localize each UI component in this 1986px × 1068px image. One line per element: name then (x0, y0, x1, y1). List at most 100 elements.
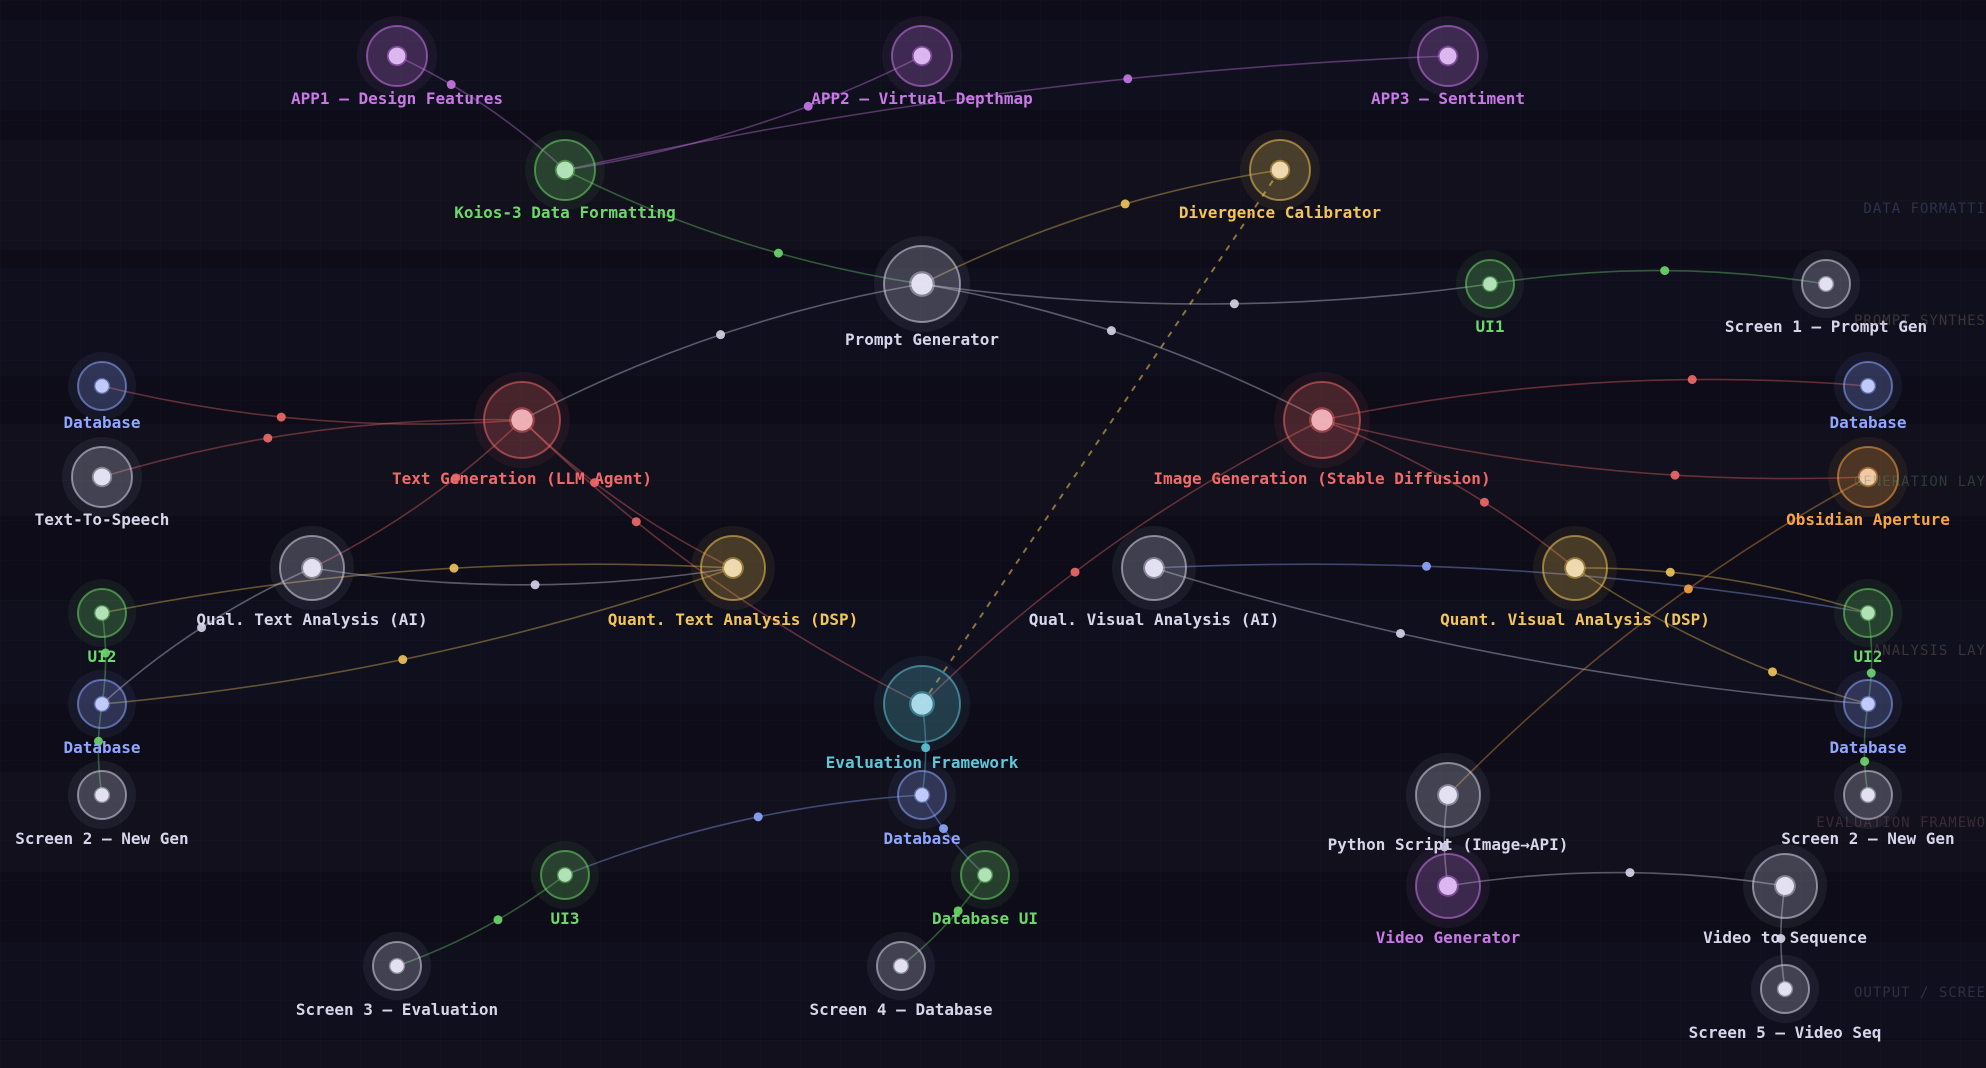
node-ui2_r[interactable]: UI2 (1834, 579, 1902, 666)
edge-imagegen-evalfw (921, 419, 1323, 705)
node-core-halo (301, 557, 323, 579)
node-core (1819, 277, 1833, 291)
flow-particle (753, 812, 763, 822)
flow-particle (939, 824, 949, 834)
node-db_l1[interactable]: Database (63, 352, 141, 432)
node-quantvis[interactable]: Quant. Visual Analysis (DSP) (1440, 526, 1710, 629)
node-core-halo (1437, 784, 1459, 806)
node-textgen[interactable]: Text Generation (LLM Agent) (392, 372, 652, 488)
node-core (95, 379, 109, 393)
node-koios[interactable]: Koios-3 Data Formatting (454, 130, 676, 222)
node-label: APP2 — Virtual Depthmap (811, 89, 1033, 108)
node-label: Image Generation (Stable Diffusion) (1153, 469, 1490, 488)
node-screen5[interactable]: Screen 5 — Video Seq (1689, 955, 1882, 1042)
node-dbui[interactable]: Database UI (932, 841, 1038, 928)
node-screen2_r[interactable]: Screen 2 — New Gen (1781, 761, 1955, 848)
node-core (1566, 559, 1584, 577)
node-tts[interactable]: Text-To-Speech (35, 437, 170, 529)
flow-particle (1768, 667, 1778, 677)
flow-particle (1439, 842, 1449, 852)
node-app2[interactable]: APP2 — Virtual Depthmap (811, 16, 1033, 108)
node-core-halo (93, 604, 111, 622)
node-imagegen[interactable]: Image Generation (Stable Diffusion) (1153, 372, 1491, 488)
node-core (915, 788, 929, 802)
edges-layer (97, 55, 1873, 990)
node-python[interactable]: Python Script (Image→API) (1328, 753, 1569, 854)
node-core (894, 959, 908, 973)
node-core (1861, 788, 1875, 802)
flow-particle (276, 412, 286, 422)
node-ui3[interactable]: UI3 (531, 841, 599, 928)
node-ui1[interactable]: UI1 (1456, 250, 1524, 336)
node-core-halo (1774, 875, 1796, 897)
edge-python-obsidian (1447, 476, 1869, 796)
flow-particle (263, 433, 273, 443)
node-db_r2[interactable]: Database (1829, 670, 1907, 757)
node-db_l2[interactable]: Database (63, 670, 141, 757)
node-qualtext[interactable]: Qual. Text Analysis (AI) (196, 526, 428, 629)
edge-koios-app3 (564, 55, 1449, 171)
node-screen4[interactable]: Screen 4 — Database (809, 932, 993, 1019)
flow-particle (1120, 199, 1130, 209)
flow-particle (1422, 561, 1432, 571)
edge-imagegen-db_r1 (1321, 378, 1869, 421)
node-core (388, 47, 406, 65)
node-core-halo (1859, 377, 1877, 395)
lane-label: ANALYSIS LAY (1872, 643, 1986, 659)
node-core-halo (976, 866, 994, 884)
node-core (1439, 877, 1457, 895)
node-videogen[interactable]: Video Generator (1376, 844, 1521, 947)
node-label: Qual. Visual Analysis (AI) (1029, 610, 1279, 629)
node-screen3[interactable]: Screen 3 — Evaluation (296, 932, 498, 1019)
node-core (558, 868, 572, 882)
edge-app1-koios (396, 55, 566, 171)
edge-db_l1-textgen (101, 385, 523, 425)
node-prompt[interactable]: Prompt Generator (845, 236, 999, 349)
node-label: Text Generation (LLM Agent) (392, 469, 652, 488)
node-qualvis[interactable]: Qual. Visual Analysis (AI) (1029, 526, 1279, 629)
node-core (1271, 161, 1289, 179)
edge-db_l2-quanttext (101, 567, 734, 705)
flow-particle (1776, 934, 1786, 944)
node-core-halo (1859, 604, 1877, 622)
node-obsidian[interactable]: Obsidian Aperture (1786, 437, 1950, 529)
node-core-halo (909, 271, 935, 297)
flow-particle (1660, 266, 1670, 276)
node-app3[interactable]: APP3 — Sentiment (1371, 16, 1525, 108)
node-core-halo (913, 786, 931, 804)
flow-particle (493, 915, 503, 925)
node-label: Database UI (932, 909, 1038, 928)
node-screen1[interactable]: Screen 1 — Prompt Gen (1725, 250, 1927, 336)
node-app1[interactable]: APP1 — Design Features (291, 16, 503, 108)
node-db_r1[interactable]: Database (1829, 352, 1907, 432)
node-core (390, 959, 404, 973)
flow-particle (773, 248, 783, 258)
node-core-halo (556, 866, 574, 884)
node-label: UI2 (88, 647, 117, 666)
node-db_c[interactable]: Database (883, 761, 961, 848)
edge-koios-app2 (564, 55, 923, 171)
node-evalfw[interactable]: Evaluation Framework (826, 656, 1019, 772)
node-quanttext[interactable]: Quant. Text Analysis (DSP) (608, 526, 858, 629)
node-label: Video Generator (1376, 928, 1521, 947)
node-label: Screen 2 — New Gen (15, 829, 188, 848)
edge-prompt-divergence (921, 169, 1281, 285)
edge-ui2_r-db_r2 (1867, 612, 1873, 705)
flow-particle (1665, 567, 1675, 577)
node-video2seq[interactable]: Video to Sequence (1703, 844, 1867, 947)
node-ui2_l[interactable]: UI2 (68, 579, 136, 666)
flow-particle (197, 623, 207, 633)
flow-particle (451, 473, 461, 483)
node-core-halo (1776, 980, 1794, 998)
node-screen2_l[interactable]: Screen 2 — New Gen (15, 761, 189, 848)
node-core-halo (722, 557, 744, 579)
flow-particle (1070, 567, 1080, 577)
node-core (556, 161, 574, 179)
node-core (1861, 606, 1875, 620)
node-core-halo (1564, 557, 1586, 579)
edge-textgen-quanttext (521, 419, 734, 569)
flow-particle (803, 101, 813, 111)
node-core (1859, 468, 1877, 486)
node-divergence[interactable]: Divergence Calibrator (1179, 130, 1381, 222)
node-core-halo (909, 691, 935, 717)
